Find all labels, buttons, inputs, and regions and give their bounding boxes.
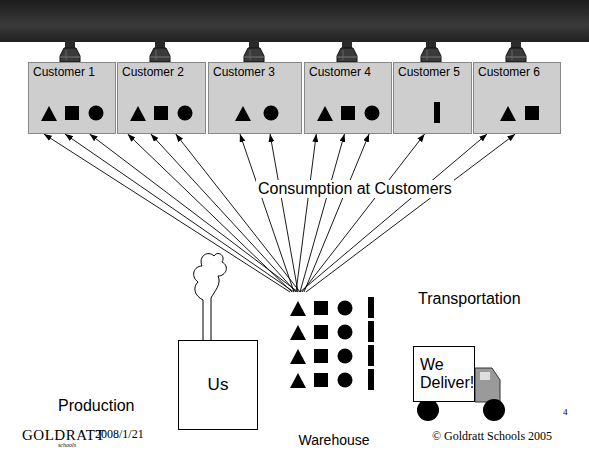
date-stamp: 2008/1/21 — [95, 428, 144, 441]
copyright-note: © Goldratt Schools 2005 — [432, 430, 552, 443]
delivery-arrow — [90, 134, 298, 292]
customer-box: Customer 1 — [28, 62, 116, 134]
customer-name: Customer 3 — [213, 66, 297, 80]
delivery-arrow — [44, 134, 290, 292]
product-icons — [33, 101, 113, 127]
delivery-arrow — [300, 134, 487, 292]
section-heading: Consumption at Customers — [256, 180, 454, 198]
section-heading: Transportation — [418, 290, 521, 308]
product-icons — [122, 101, 202, 127]
product-icons — [398, 101, 478, 127]
taps — [60, 40, 526, 62]
product-icons — [309, 101, 389, 127]
delivery-arrow — [270, 134, 298, 292]
node-label: Us — [208, 375, 229, 395]
factory-box: Us — [178, 340, 258, 430]
chimney-smoke — [194, 254, 227, 340]
node-label: Warehouse — [298, 432, 369, 448]
logo-text: GOLDRATT — [22, 427, 105, 444]
delivery-arrow — [240, 134, 294, 292]
customer-box: Customer 6 — [473, 62, 561, 134]
product-icons — [213, 101, 293, 127]
top-band — [0, 0, 589, 42]
delivery-arrow — [302, 134, 425, 292]
product-icons — [478, 101, 558, 127]
delivery-arrow — [296, 134, 316, 292]
customer-box: Customer 4 — [304, 62, 392, 134]
warehouse-area: Warehouse — [284, 292, 384, 450]
delivery-arrow — [65, 134, 294, 292]
delivery-arrow — [306, 134, 515, 292]
page-number: 4 — [563, 408, 568, 418]
customer-box: Customer 5 — [393, 62, 472, 134]
customer-name: Customer 6 — [478, 66, 556, 80]
customer-name: Customer 2 — [122, 66, 201, 80]
delivery-arrow — [176, 134, 300, 292]
customer-box: Customer 2 — [117, 62, 206, 134]
truck-cargo-box: We Deliver! — [413, 346, 475, 402]
logo-subtext: schools — [58, 442, 76, 449]
customer-box: Customer 3 — [208, 62, 302, 134]
node-label: We Deliver! — [420, 356, 470, 393]
delivery-arrow — [304, 134, 369, 292]
section-heading: Production — [58, 397, 135, 415]
customer-name: Customer 5 — [398, 66, 467, 80]
customer-name: Customer 1 — [33, 66, 111, 80]
customer-name: Customer 4 — [309, 66, 387, 80]
warehouse-stock — [290, 297, 374, 390]
